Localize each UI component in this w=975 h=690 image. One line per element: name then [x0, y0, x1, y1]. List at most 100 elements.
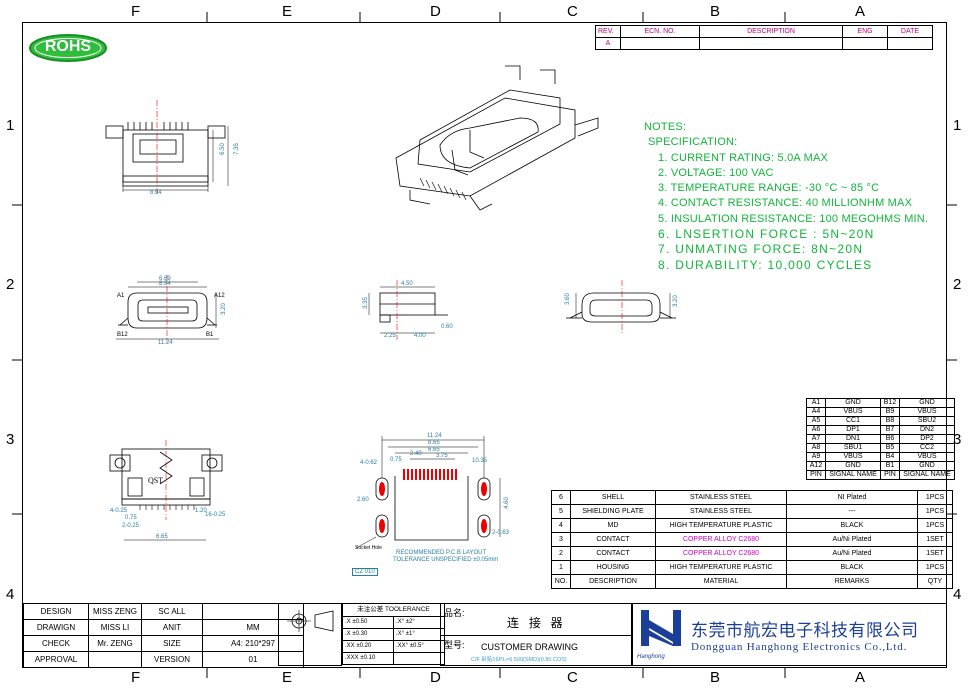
zone-col-d-bottom: D	[430, 669, 441, 686]
notes-item: 3. TEMPERATURE RANGE: -30 °C ~ 85 °C	[658, 182, 880, 195]
bom-cell: Au/Ni Plated	[786, 546, 918, 561]
title-cell: DRAWIGN	[23, 619, 89, 636]
notes-item: 1. CURRENT RATING: 5.0A MAX	[658, 151, 829, 164]
company-block: Hanghong 东莞市航宏电子科技有限公司 Dongguan Hanghong…	[632, 603, 947, 666]
bom-cell: 1PCS	[917, 504, 953, 519]
tolerance-cell: .XX ±0.20	[342, 640, 394, 653]
bom-cell: 1SET	[917, 532, 953, 547]
pin-cell: B5	[880, 443, 900, 453]
bom-cell: 6	[551, 490, 571, 505]
bom-cell: SHIELDING PLATE	[570, 504, 656, 519]
notes-item: 4. CONTACT RESISTANCE: 40 MILLIONHM MAX	[658, 197, 913, 210]
dim-pcb-e: 2.60	[357, 497, 369, 503]
bom-cell: 2	[551, 546, 571, 561]
rev-header-date: DATE	[887, 25, 933, 38]
pcb-note-tolerance: TOLERANCE UNSPECIFIED ±0.05mm	[393, 557, 499, 563]
bom-cell: MD	[570, 518, 656, 533]
bom-cell: CONTACT	[570, 546, 656, 561]
dim-front-w1: 8.94	[159, 281, 171, 287]
pcb-socket-hole-note: Socket Hole	[355, 545, 382, 551]
dim-bottom-r1: 1.20	[195, 508, 207, 514]
bom-cell: 1PCS	[917, 518, 953, 533]
pin-cell: B6	[880, 434, 900, 444]
notes-item: 8. DURABILITY: 10,000 CYCLES	[658, 257, 873, 272]
pin-cell: VBUS	[825, 452, 881, 462]
tolerance-row: .XXX ±0.10	[342, 652, 445, 665]
pcb-layout-drawing	[355, 436, 501, 549]
model-label: 型号:	[444, 640, 465, 650]
bom-cell: 3	[551, 532, 571, 547]
pcb-note-layout: RECOMMENDED P.C.B LAYOUT	[396, 550, 487, 556]
pin-cell: B9	[880, 407, 900, 417]
zone-row-3-right: 3	[953, 431, 962, 448]
dim-pcb-g: 2-0.63	[492, 530, 510, 536]
dim-bottom-l1: 4-0.25	[110, 508, 128, 514]
end-view-drawing	[566, 292, 676, 323]
pin-cell: A12	[806, 461, 826, 471]
hanghong-logo-icon	[641, 610, 681, 646]
company-name-en: Dongguan Hanghong Electronics Co.,Ltd.	[691, 641, 908, 653]
tolerance-cell	[393, 652, 445, 665]
notes-item: 2. VOLTAGE: 100 VAC	[658, 166, 774, 179]
dim-side-h: 3.35	[362, 297, 369, 309]
dim-side-w: 4.50	[401, 281, 413, 287]
zone-col-b-bottom: B	[710, 669, 721, 686]
title-cell: MISS LI	[88, 619, 142, 636]
rev-cell-date	[887, 37, 933, 50]
zone-row-2: 2	[6, 276, 15, 293]
dim-bottom-l2: 0.75	[125, 515, 137, 521]
zone-row-1-right: 1	[953, 117, 962, 134]
label-a1: A1	[117, 293, 125, 299]
pin-cell: VBUS	[825, 407, 881, 417]
zone-col-d: D	[430, 3, 441, 20]
dim-side-b: 4.00	[414, 333, 426, 339]
tolerance-cell: .X° ±2°	[393, 616, 445, 629]
bom-cell: 1SET	[917, 546, 953, 561]
pin-cell: A5	[806, 416, 826, 426]
dim-top-h1: 6.50	[219, 143, 226, 155]
projection-symbol-box	[278, 603, 342, 666]
pin-header: PIN	[880, 470, 900, 480]
rohs-badge-icon	[29, 34, 107, 62]
pin-cell: B8	[880, 416, 900, 426]
zone-col-a-bottom: A	[855, 669, 866, 686]
company-name-cn: 东莞市航宏电子科技有限公司	[691, 621, 919, 641]
title-cell: VERSION	[141, 651, 203, 668]
dim-pcb-b: 0.75	[390, 457, 402, 463]
bom-cell: HIGH TEMPERATURE PLASTIC	[655, 560, 787, 575]
specification-notes: NOTES: SPECIFICATION: 1. CURRENT RATING:…	[644, 120, 928, 273]
pin-cell: SBU2	[899, 416, 955, 426]
label-b1: B1	[206, 332, 214, 338]
zone-row-3: 3	[6, 431, 15, 448]
rohs-logo: ROHS	[28, 33, 108, 63]
pin-cell: GND	[899, 461, 955, 471]
dim-front-w2: 6.69	[159, 276, 171, 282]
pin-cell: B1	[880, 461, 900, 471]
zone-col-f: F	[131, 3, 141, 20]
title-cell: APPROVAL	[23, 651, 89, 668]
dim-front-w3: 11.24	[158, 340, 173, 346]
notes-item: 5. INSULATION RESISTANCE: 100 MEGOHMS MI…	[658, 212, 929, 225]
dim-side-a: 2.25	[384, 333, 396, 339]
title-cell	[88, 651, 142, 668]
zone-row-1: 1	[6, 117, 15, 134]
title-cell: Mr. ZENG	[88, 635, 142, 652]
zone-row-4: 4	[6, 586, 15, 603]
zone-row-2-right: 2	[953, 276, 962, 293]
front-view-drawing	[116, 281, 219, 340]
dim-pcb-f: 4.60	[503, 497, 510, 509]
tolerance-cell: .XXX ±0.10	[342, 652, 394, 665]
bom-header: DESCRIPTION	[570, 574, 656, 589]
dim-pcb-a: 2.40	[410, 451, 422, 457]
dim-bottom-w: 6.65	[156, 534, 168, 540]
